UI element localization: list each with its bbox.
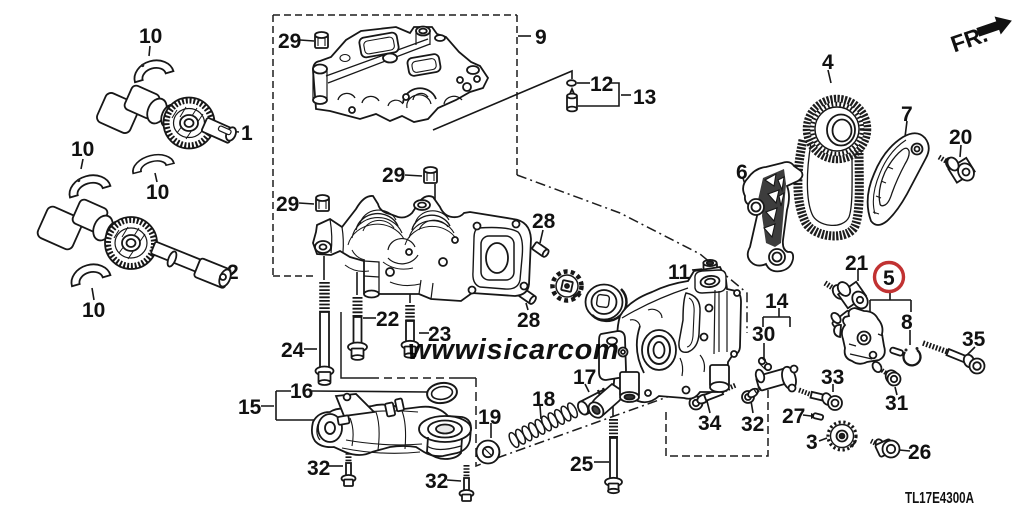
- svg-text:1: 1: [241, 122, 253, 145]
- svg-text:8: 8: [901, 311, 913, 334]
- svg-text:28: 28: [517, 309, 541, 332]
- svg-text:13: 13: [633, 86, 656, 109]
- svg-text:2: 2: [227, 261, 239, 284]
- svg-text:10: 10: [71, 138, 94, 161]
- svg-text:33: 33: [821, 366, 844, 389]
- svg-text:17: 17: [573, 366, 596, 389]
- svg-text:19: 19: [478, 406, 501, 429]
- svg-text:15: 15: [238, 396, 262, 419]
- svg-text:10: 10: [82, 299, 105, 322]
- svg-text:28: 28: [532, 210, 556, 233]
- svg-text:10: 10: [146, 181, 169, 204]
- svg-text:7: 7: [901, 103, 913, 126]
- svg-text:20: 20: [949, 126, 972, 149]
- svg-text:5: 5: [883, 267, 895, 290]
- svg-text:30: 30: [752, 323, 775, 346]
- svg-text:32: 32: [425, 470, 448, 493]
- svg-text:24: 24: [281, 339, 305, 362]
- svg-text:29: 29: [276, 193, 299, 216]
- svg-text:11: 11: [668, 261, 691, 284]
- svg-text:32: 32: [307, 457, 330, 480]
- svg-text:35: 35: [962, 328, 986, 351]
- svg-text:29: 29: [278, 30, 301, 53]
- svg-text:TL17E4300A: TL17E4300A: [905, 490, 974, 507]
- svg-text:14: 14: [765, 290, 789, 313]
- svg-text:23: 23: [428, 323, 451, 346]
- svg-text:27: 27: [782, 405, 805, 428]
- svg-text:12: 12: [590, 73, 613, 96]
- svg-text:32: 32: [741, 413, 764, 436]
- svg-text:10: 10: [139, 25, 162, 48]
- svg-text:21: 21: [845, 252, 869, 275]
- svg-text:34: 34: [698, 412, 722, 435]
- svg-text:29: 29: [382, 164, 405, 187]
- svg-text:4: 4: [822, 51, 834, 74]
- svg-text:18: 18: [532, 388, 556, 411]
- svg-text:9: 9: [535, 26, 547, 49]
- svg-text:16: 16: [290, 380, 313, 403]
- svg-text:26: 26: [908, 441, 931, 464]
- svg-text:3: 3: [806, 431, 818, 454]
- svg-text:31: 31: [885, 392, 909, 415]
- svg-text:25: 25: [570, 453, 594, 476]
- svg-text:22: 22: [376, 308, 399, 331]
- svg-text:wwwisicarcom: wwwisicarcom: [408, 334, 620, 366]
- svg-text:6: 6: [736, 161, 748, 184]
